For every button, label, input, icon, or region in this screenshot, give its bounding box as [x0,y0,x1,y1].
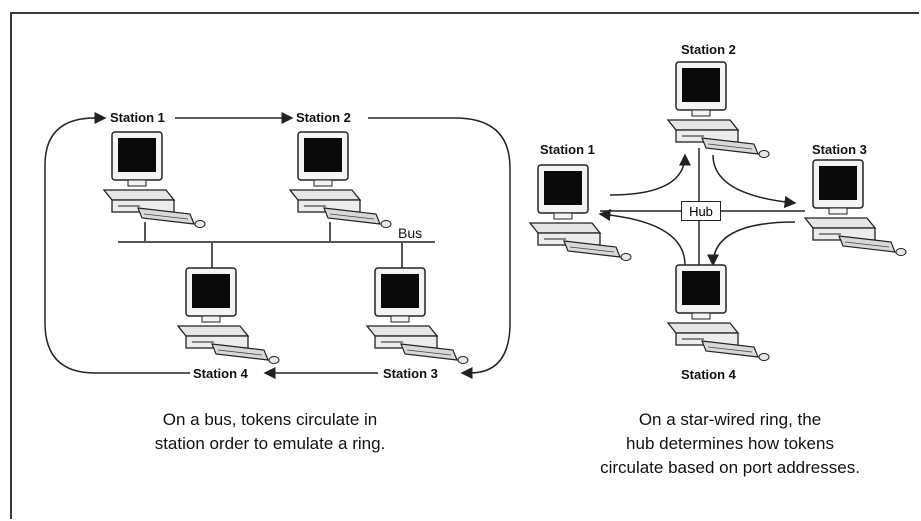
star-station-3-label: Station 3 [812,142,867,157]
star-station-1-computer-icon [530,165,631,261]
star-caption-line-3: circulate based on port addresses. [565,456,895,480]
bus-station-1-computer-icon [104,132,205,228]
bus-station-3-computer-icon [367,268,468,364]
star-station-2-label: Station 2 [681,42,736,57]
star-station-1-label: Station 1 [540,142,595,157]
bus-caption-line-2: station order to emulate a ring. [120,432,420,456]
star-station-3-computer-icon [805,160,906,256]
bus-caption: On a bus, tokens circulate in station or… [120,408,420,456]
bus-label: Bus [398,225,422,241]
bus-station-1-label: Station 1 [110,110,165,125]
bus-station-3-label: Station 3 [383,366,438,381]
bus-station-2-label: Station 2 [296,110,351,125]
bus-station-4-computer-icon [178,268,279,364]
bus-station-4-label: Station 4 [193,366,248,381]
hub-box: Hub [681,201,721,221]
star-station-4-label: Station 4 [681,367,736,382]
star-station-4-computer-icon [668,265,769,361]
star-caption-line-2: hub determines how tokens [565,432,895,456]
star-station-2-computer-icon [668,62,769,158]
bus-station-2-computer-icon [290,132,391,228]
star-caption-line-1: On a star-wired ring, the [565,408,895,432]
bus-caption-line-1: On a bus, tokens circulate in [120,408,420,432]
star-caption: On a star-wired ring, the hub determines… [565,408,895,480]
